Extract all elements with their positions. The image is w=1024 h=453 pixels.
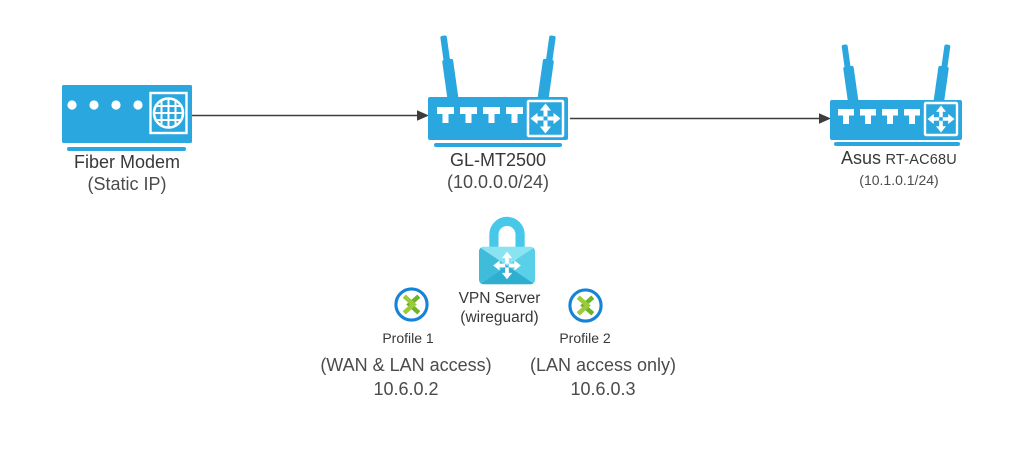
- gl-router-subtitle: (10.0.0.0/24): [446, 172, 550, 192]
- asus-brand: Asus: [841, 148, 882, 168]
- modem-name: Fiber Modem: [73, 152, 181, 172]
- vpn-server-label: VPN Server (wireguard): [417, 289, 582, 327]
- profile-2-access-note: (LAN access only) 10.6.0.3: [503, 353, 703, 401]
- asus-router-icon: [830, 44, 962, 140]
- modem-label: Fiber Modem (Static IP): [27, 151, 227, 195]
- modem-subtitle: (Static IP): [87, 174, 167, 194]
- vpn-server-name: VPN Server: [458, 290, 541, 307]
- connector-modem-to-gl: [192, 110, 429, 121]
- profile-1-icon: [394, 287, 429, 322]
- gl-router-label: GL-MT2500 (10.0.0.0/24): [398, 149, 598, 193]
- asus-model: RT-AC68U: [885, 152, 957, 168]
- antenna-right-icon: [537, 35, 556, 104]
- profile-1-access-note: (WAN & LAN access) 10.6.0.2: [306, 353, 506, 401]
- profile-1-access: (WAN & LAN access): [320, 355, 492, 375]
- profile-2-label: Profile 2: [559, 330, 611, 346]
- router-arrows-icon: [493, 251, 521, 280]
- profile-1-ip: 10.6.0.2: [373, 379, 439, 399]
- globe-icon: [149, 91, 188, 135]
- asus-router-label: Asus RT-AC68U (10.1.0.1/24): [799, 148, 999, 190]
- vpn-padlock-icon: [478, 216, 536, 285]
- ethernet-ports-icon: [838, 109, 920, 124]
- router-symbol-icon: [526, 99, 565, 138]
- asus-router-subtitle: (10.1.0.1/24): [859, 172, 939, 188]
- profile-2-access: (LAN access only): [529, 355, 677, 375]
- asus-router-underline: [834, 142, 960, 146]
- lock-body: [478, 246, 536, 285]
- gl-router-icon: [428, 35, 568, 140]
- profile-1-label: Profile 1: [382, 330, 434, 346]
- modem-underline: [67, 147, 186, 151]
- antenna-left-icon: [440, 35, 459, 104]
- gl-router-name: GL-MT2500: [449, 150, 547, 170]
- profile-2-icon: [568, 288, 603, 323]
- antenna-right-icon: [933, 44, 951, 107]
- connector-gl-to-asus: [570, 113, 831, 124]
- fiber-modem-icon: [62, 85, 192, 143]
- ethernet-ports-icon: [437, 107, 523, 123]
- antenna-left-icon: [841, 44, 859, 107]
- profile-2-ip: 10.6.0.3: [570, 379, 636, 399]
- vpn-server-subtitle: (wireguard): [460, 309, 539, 326]
- asus-router-name: Asus RT-AC68U: [799, 148, 999, 171]
- router-symbol-icon: [923, 101, 959, 137]
- gl-router-underline: [434, 143, 562, 147]
